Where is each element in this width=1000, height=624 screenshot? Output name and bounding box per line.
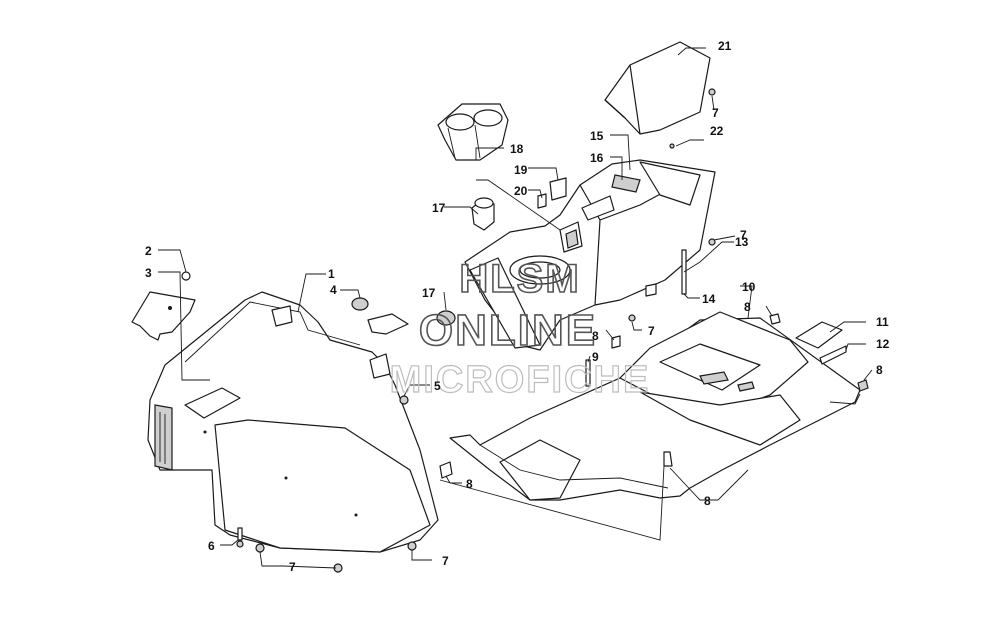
callout-11: 11: [876, 315, 889, 329]
callout-7-left: 7: [289, 560, 296, 574]
callout-22: 22: [710, 124, 724, 138]
callout-19: 19: [514, 163, 528, 177]
callout-20: 20: [514, 184, 528, 198]
grommet-part: [351, 297, 409, 335]
callout-8-right: 8: [876, 363, 883, 377]
callout-7-bottom: 7: [442, 554, 449, 568]
access-plate-part: [795, 321, 869, 392]
callout-9: 9: [592, 350, 599, 364]
callout-4: 4: [330, 283, 337, 297]
callout-7-top: 7: [712, 106, 719, 120]
callout-1: 1: [328, 267, 335, 281]
callout-18: 18: [510, 142, 524, 156]
floor-tray-part: [449, 311, 861, 501]
callout-8-left: 8: [466, 477, 473, 491]
callout-7-right: 7: [740, 228, 747, 242]
callout-14: 14: [702, 292, 716, 306]
center-console-part: [464, 159, 716, 351]
callout-8-top: 8: [744, 300, 751, 314]
cup-holder-part: [437, 103, 509, 161]
watermark-line3: MICROFICHE: [390, 359, 651, 401]
callout-21: 21: [718, 39, 732, 53]
callout-5: 5: [434, 379, 441, 393]
callout-8-center: 8: [592, 329, 599, 343]
watermark-line1: HLSM: [459, 257, 580, 301]
callout-17-bottom: 17: [422, 286, 436, 300]
callout-10: 10: [742, 280, 756, 294]
callout-labels: 1 2 3 4 5 6 7 7 7 7 7 8 8 8 8 8 9 10 11 …: [145, 39, 890, 574]
callout-3: 3: [145, 266, 152, 280]
callout-13: 13: [735, 235, 749, 249]
watermark-line2: ONLINE: [419, 306, 597, 355]
callout-17-top: 17: [432, 201, 446, 215]
callout-2: 2: [145, 244, 152, 258]
callout-8-bottom: 8: [704, 494, 711, 508]
callout-12: 12: [876, 337, 890, 351]
console-cover-part: [604, 41, 716, 149]
bracket-part: [131, 271, 196, 341]
callout-15: 15: [590, 129, 604, 143]
callout-16: 16: [590, 151, 604, 165]
fasteners: [236, 238, 781, 573]
callout-6: 6: [208, 539, 215, 553]
watermark: HLSM ONLINE MICROFICHE: [389, 256, 651, 401]
leader-lines: [158, 47, 873, 569]
front-panel-part: [147, 291, 439, 553]
power-outlet-part: [436, 177, 567, 326]
callout-7-center: 7: [648, 324, 655, 338]
